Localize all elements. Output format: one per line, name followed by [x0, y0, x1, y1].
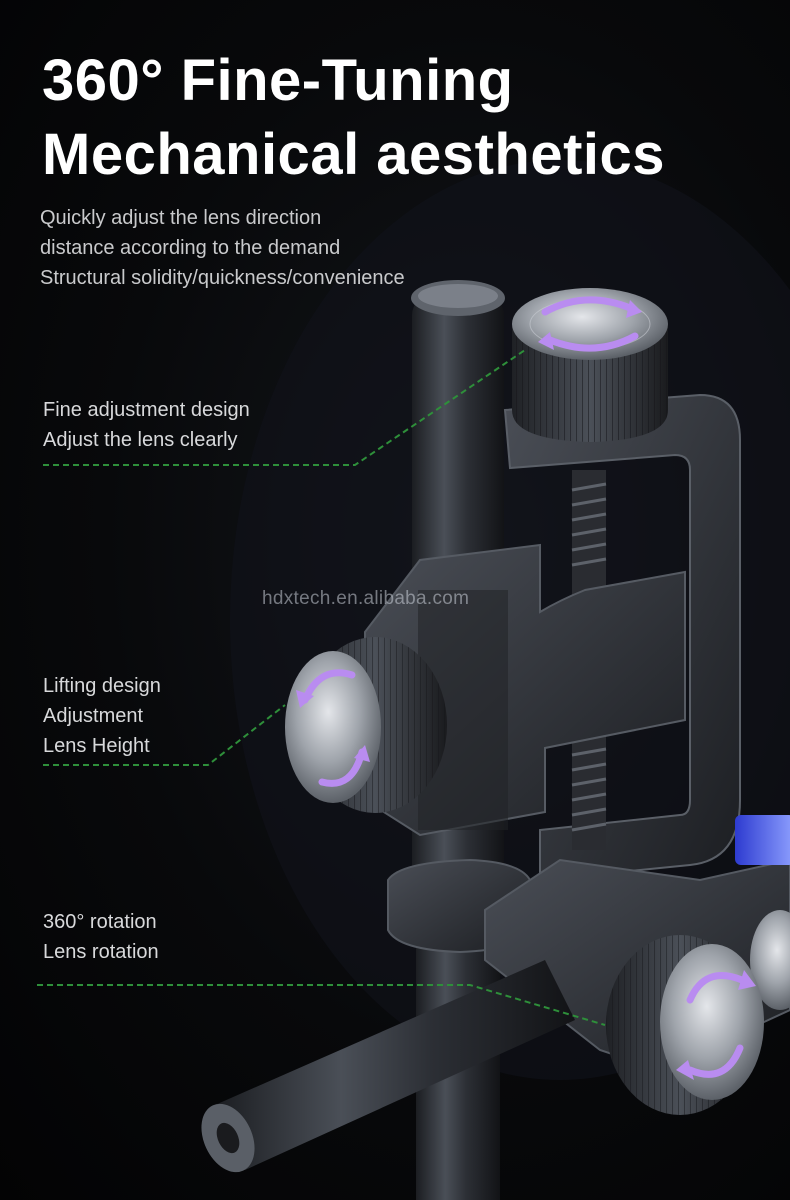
leader-line-fine-adjust	[43, 349, 526, 466]
feature-title: 360° rotation	[43, 911, 157, 933]
page-headline: 360° Fine-Tuning Mechanical aesthetics	[42, 44, 665, 192]
feature-desc: Lens Height	[43, 735, 150, 757]
feature-lifting: Lifting design Adjustment Lens Height	[43, 671, 161, 761]
intro-text: Quickly adjust the lens direction distan…	[40, 203, 405, 293]
headline-line-1: 360° Fine-Tuning	[42, 48, 514, 113]
headline-line-2: Mechanical aesthetics	[42, 122, 666, 187]
rotation-knob	[606, 935, 764, 1115]
feature-rotation: 360° rotation Lens rotation	[43, 907, 159, 967]
feature-desc: Lens rotation	[43, 941, 159, 963]
feature-desc: Adjustment	[43, 705, 144, 727]
leader-line-rotation	[37, 984, 606, 1026]
leader-line-lifting	[43, 704, 286, 766]
horizontal-arm	[201, 960, 575, 1173]
intro-line-2: distance according to the demand	[40, 237, 341, 259]
feature-title: Fine adjustment design	[43, 399, 250, 421]
feature-desc: Adjust the lens clearly	[43, 429, 238, 451]
feature-title: Lifting design	[43, 675, 161, 697]
lifting-knob	[285, 637, 447, 813]
leader-lines	[37, 349, 606, 1026]
feature-fine-adjustment: Fine adjustment design Adjust the lens c…	[43, 395, 250, 455]
top-fine-adjust-knob	[512, 288, 668, 442]
watermark: hdxtech.en.alibaba.com	[262, 588, 470, 609]
intro-line-1: Quickly adjust the lens direction	[40, 207, 322, 229]
lifting-block	[364, 543, 686, 837]
intro-line-3: Structural solidity/quickness/convenienc…	[40, 267, 405, 289]
